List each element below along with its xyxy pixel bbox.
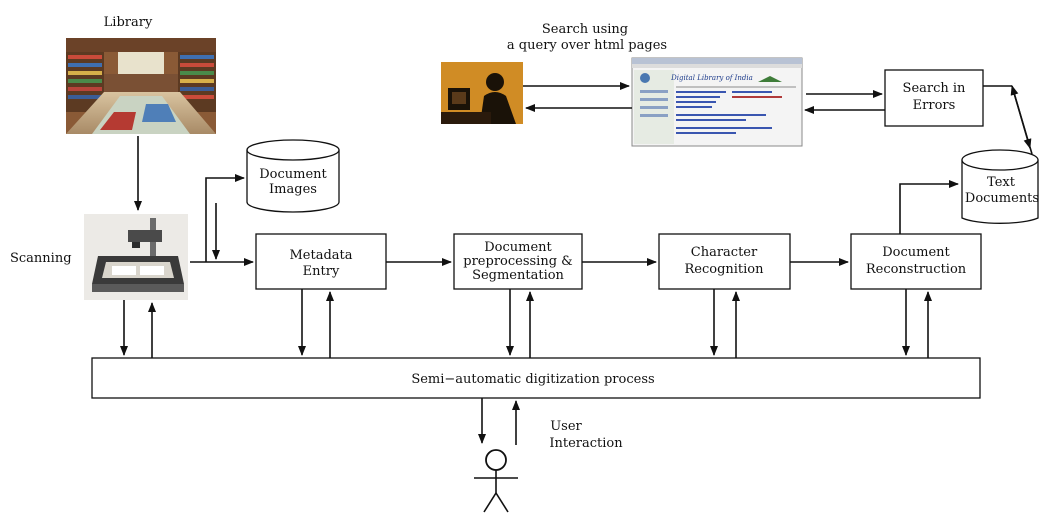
reconstruction-line1: Document (882, 245, 950, 260)
preprocessing-segmentation-box: Document preprocessing & Segmentation (453, 233, 583, 290)
text-documents-line1: Text (987, 175, 1016, 190)
document-images-line2: Images (269, 182, 317, 197)
metadata-line2: Entry (303, 264, 340, 279)
user-at-computer-photo (441, 62, 523, 124)
text-documents-database: Text Documents (961, 149, 1039, 224)
scanning-label: Scanning (10, 251, 72, 266)
recognition-line1: Character (691, 245, 758, 260)
preprocessing-line2: preprocessing & (463, 254, 572, 269)
library-label: Library (104, 15, 153, 30)
text-documents-line2: Documents (965, 191, 1039, 206)
document-images-database: Document Images (246, 139, 340, 213)
user-label-line1: User (550, 419, 582, 434)
preprocessing-line1: Document (484, 240, 552, 255)
semi-automatic-process-bar: Semi−automatic digitization process (91, 357, 981, 399)
web-page-screenshot: Digital Library of India (631, 57, 803, 147)
metadata-line1: Metadata (289, 248, 352, 263)
user-stick-figure (474, 449, 518, 513)
search-label-line1: Search using (542, 22, 628, 37)
user-label-line2: Interaction (549, 436, 623, 451)
connectors (120, 82, 1033, 445)
scanner-photo (84, 214, 188, 300)
library-photo (66, 38, 216, 134)
arrow-search-to-text-documents (1011, 85, 1032, 149)
reconstruction-line2: Reconstruction (866, 262, 967, 277)
search-in-errors-box: Search in Errors (884, 69, 984, 127)
search-errors-line1: Search in (903, 81, 967, 96)
web-page-title: Digital Library of India (670, 74, 753, 82)
arrow-to-document-images (205, 174, 245, 262)
preprocessing-line3: Segmentation (472, 268, 564, 283)
document-images-line1: Document (259, 167, 327, 182)
character-recognition-box: Character Recognition (658, 233, 791, 290)
document-reconstruction-box: Document Reconstruction (850, 233, 982, 290)
metadata-entry-box: Metadata Entry (255, 233, 387, 290)
arrow-reconstruction-to-text-documents (899, 180, 959, 234)
search-label-line2: a query over html pages (507, 38, 667, 53)
recognition-line2: Recognition (684, 262, 764, 277)
process-bar-label: Semi−automatic digitization process (411, 372, 654, 387)
search-errors-line2: Errors (913, 98, 956, 113)
